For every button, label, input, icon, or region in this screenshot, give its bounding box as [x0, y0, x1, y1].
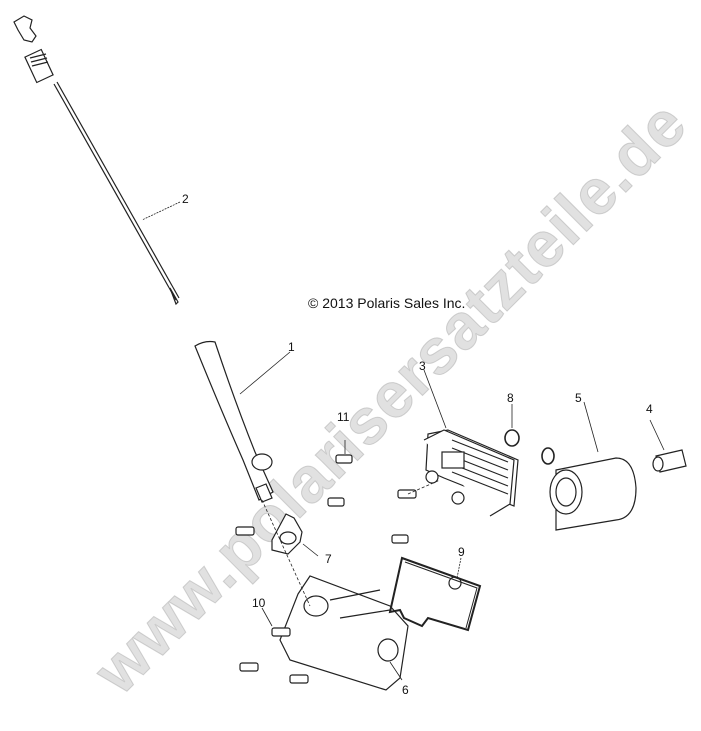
callout-5: 5: [575, 391, 582, 405]
callout-9: 9: [458, 545, 465, 559]
filter-o-ring-part: [541, 447, 555, 465]
callout-7: 7: [325, 552, 332, 566]
housing-gasket-part: [388, 556, 482, 632]
callout-10: 10: [252, 596, 266, 610]
bolts: [235, 454, 417, 684]
copyright-notice: © 2013 Polaris Sales Inc.: [308, 295, 466, 311]
oil-filter-part: [549, 457, 637, 531]
callout-3: 3: [419, 359, 426, 373]
gasket-flange-part: [271, 513, 303, 555]
oil-cooler-part: [423, 429, 519, 517]
callout-8: 8: [507, 391, 514, 405]
fill-tube-part: [194, 340, 274, 503]
dipstick-part: [13, 15, 180, 306]
callout-11: 11: [337, 410, 350, 424]
callout-2: 2: [182, 192, 189, 206]
callout-6: 6: [402, 683, 409, 697]
callout-1: 1: [288, 340, 295, 354]
leader-lines: [141, 201, 665, 681]
sleeve-part: [652, 449, 687, 473]
callout-4: 4: [646, 402, 653, 416]
filter-housing-part: [279, 575, 409, 691]
o-ring-part: [504, 429, 520, 447]
